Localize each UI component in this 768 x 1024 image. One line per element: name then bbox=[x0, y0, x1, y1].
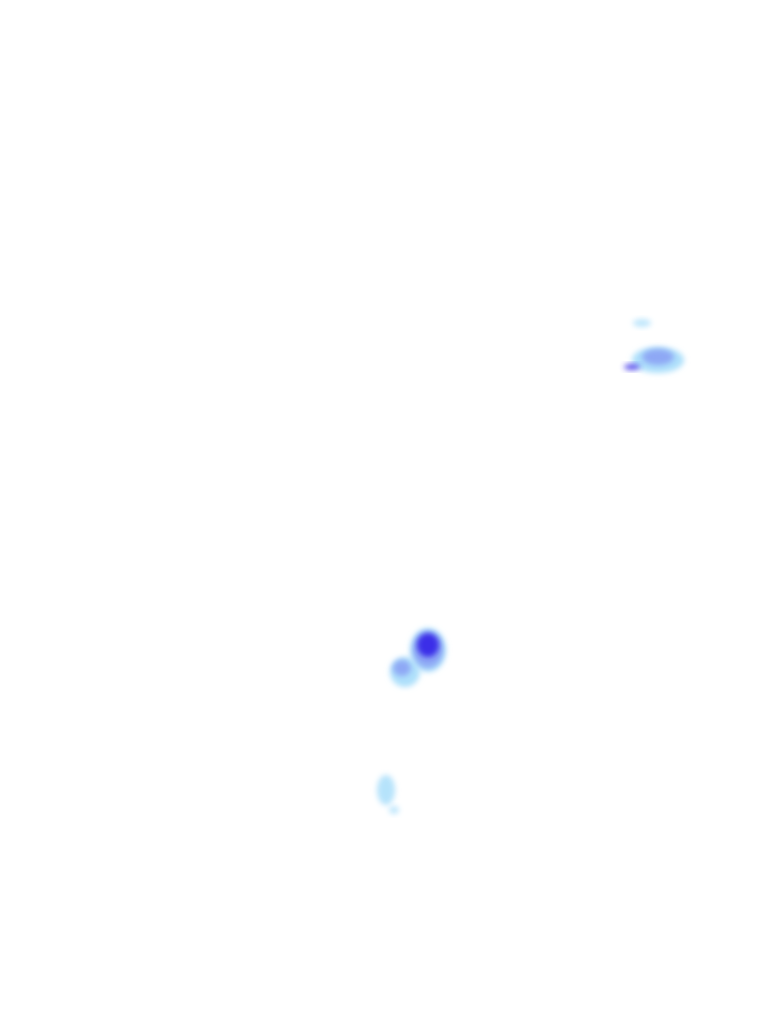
precip-cell-central bbox=[390, 628, 446, 687]
precip-cell-northeast bbox=[624, 319, 684, 373]
precip-cell-south bbox=[377, 775, 399, 814]
